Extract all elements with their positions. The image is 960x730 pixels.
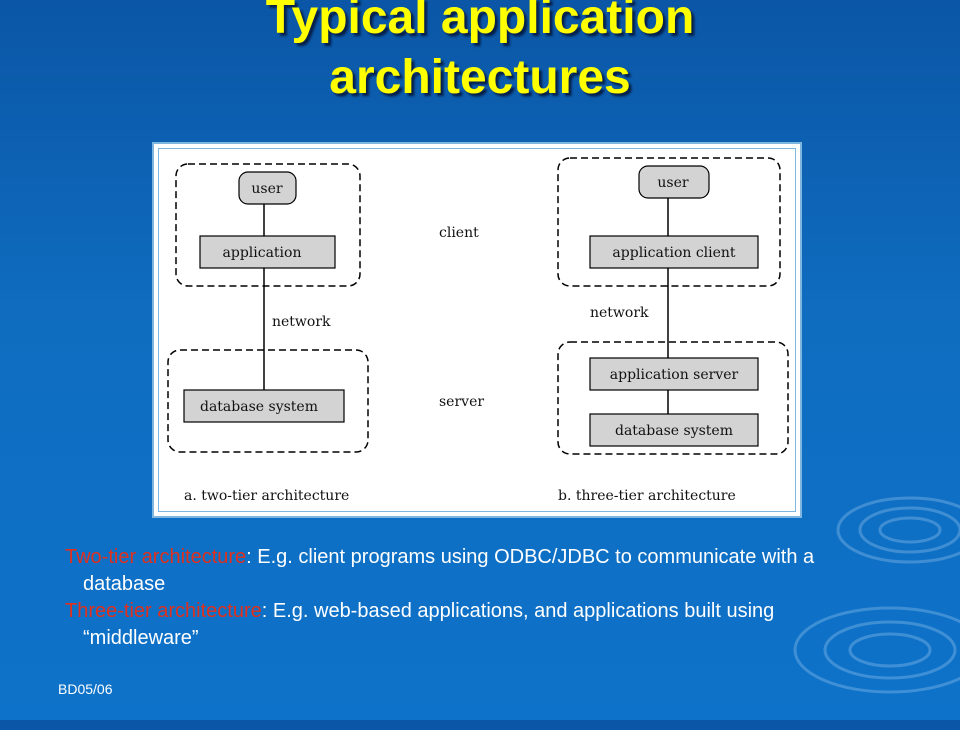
- left-application-label: application: [223, 245, 302, 261]
- right-application-server-label: application server: [610, 367, 739, 383]
- left-caption: a. two-tier architecture: [184, 488, 349, 504]
- bullet-two-tier: Two-tier architecture: E.g. client progr…: [65, 544, 865, 598]
- right-caption: b. three-tier architecture: [558, 488, 736, 504]
- right-client-boundary: [557, 157, 781, 287]
- left-client-boundary: [175, 163, 361, 287]
- bullet-list: Two-tier architecture: E.g. client progr…: [65, 544, 865, 652]
- slide-title-line1: Typical application: [265, 0, 695, 44]
- left-database-label: database system: [200, 399, 318, 415]
- right-user-label: user: [657, 175, 688, 191]
- client-tier-label: client: [439, 225, 479, 241]
- right-application-server-node: [589, 357, 759, 391]
- bullet-two-tier-text: : E.g. client programs using ODBC/JDBC t…: [83, 546, 815, 595]
- right-database-node: [589, 413, 759, 447]
- slide-title-line2: architectures: [329, 51, 631, 104]
- right-application-client-label: application client: [612, 245, 736, 261]
- right-application-client-node: [589, 235, 759, 269]
- left-application-node: [199, 235, 336, 269]
- bullet-three-tier: Three-tier architecture: E.g. web-based …: [65, 598, 865, 652]
- architecture-diagram: user application network database system…: [167, 157, 789, 504]
- decorative-ripple-graphic: [793, 496, 960, 694]
- right-network-label: network: [590, 305, 649, 321]
- right-database-label: database system: [615, 423, 733, 439]
- bullet-three-tier-term: Three-tier architecture: [65, 600, 262, 622]
- server-tier-label: server: [439, 394, 484, 410]
- left-network-label: network: [272, 314, 331, 330]
- slide-footer: BD05/06: [58, 681, 113, 697]
- bullet-three-tier-text: : E.g. web-based applications, and appli…: [83, 600, 775, 649]
- architecture-figure: user application network database system…: [152, 142, 802, 518]
- left-database-node: [183, 389, 345, 423]
- right-user-node: [638, 165, 710, 199]
- bullet-two-tier-term: Two-tier architecture: [65, 546, 247, 568]
- left-server-boundary: [167, 349, 369, 453]
- left-user-label: user: [251, 181, 282, 197]
- left-user-node: [238, 171, 297, 205]
- slide-title: Typical application architectures: [0, 0, 960, 108]
- right-server-boundary: [557, 341, 789, 455]
